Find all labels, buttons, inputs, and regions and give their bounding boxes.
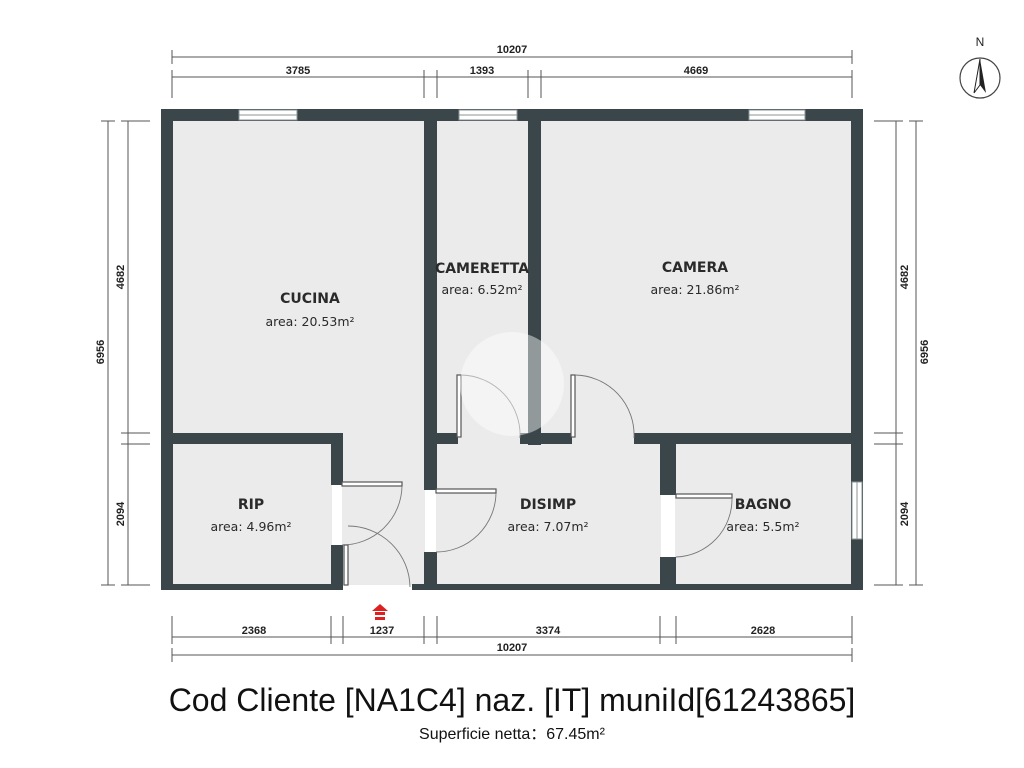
floor-area bbox=[172, 121, 852, 585]
top-segment-3-dimension: 4669 bbox=[684, 65, 708, 77]
room-disimp-area: area: 7.07m² bbox=[507, 519, 588, 534]
bottom-segment-1-dimension: 2368 bbox=[242, 625, 266, 637]
room-bagno-area: area: 5.5m² bbox=[726, 519, 799, 534]
door-bagno bbox=[675, 493, 733, 499]
right-total-dimension: 6956 bbox=[919, 340, 931, 364]
compass-north-label: N bbox=[976, 35, 985, 49]
left-total-dimension: 6956 bbox=[95, 340, 107, 364]
door-entrance bbox=[343, 544, 349, 586]
bottom-segment-3-dimension: 3374 bbox=[536, 625, 561, 637]
windows bbox=[238, 109, 863, 540]
bottom-segment-4-dimension: 2628 bbox=[751, 625, 775, 637]
room-cucina-name: CUCINA bbox=[280, 291, 340, 307]
room-cucina-area: area: 20.53m² bbox=[265, 314, 354, 329]
room-cameretta-area: area: 6.52m² bbox=[441, 282, 522, 297]
right-dimensions: 4682 2094 6956 bbox=[874, 120, 931, 586]
floor-plan: 10207 3785 1393 4669 2368 1237 3374 2628… bbox=[95, 35, 1001, 662]
north-arrow-icon: N bbox=[959, 35, 1001, 99]
room-camera-area: area: 21.86m² bbox=[650, 282, 739, 297]
left-segment-2-dimension: 2094 bbox=[115, 501, 127, 526]
top-segment-1-dimension: 3785 bbox=[286, 65, 310, 77]
left-dimensions: 6956 4682 2094 bbox=[95, 120, 150, 586]
room-bagno-name: BAGNO bbox=[735, 497, 792, 513]
bottom-total-dimension: 10207 bbox=[497, 642, 528, 654]
entrance-arrow-icon bbox=[372, 604, 388, 620]
room-labels: CUCINA area: 20.53m² CAMERETTA area: 6.5… bbox=[210, 260, 799, 534]
watermark-logo bbox=[460, 332, 564, 436]
client-code-title: Cod Cliente [NA1C4] naz. [IT] muniId[612… bbox=[168, 682, 856, 718]
right-segment-1-dimension: 4682 bbox=[899, 265, 911, 289]
top-total-dimension: 10207 bbox=[497, 44, 528, 56]
net-surface-subtitle: Superficie netta：67.45m² bbox=[419, 726, 605, 743]
bottom-dimensions: 2368 1237 3374 2628 10207 bbox=[171, 616, 853, 662]
top-dimensions: 10207 3785 1393 4669 bbox=[171, 44, 853, 98]
doors bbox=[332, 374, 733, 588]
room-camera-name: CAMERA bbox=[662, 260, 728, 276]
bottom-segment-2-dimension: 1237 bbox=[370, 625, 394, 637]
room-cameretta-name: CAMERETTA bbox=[435, 261, 529, 277]
door-camera bbox=[570, 374, 576, 438]
door-disimp bbox=[435, 488, 497, 494]
room-rip-name: RIP bbox=[238, 497, 264, 513]
room-rip-area: area: 4.96m² bbox=[210, 519, 291, 534]
right-segment-2-dimension: 2094 bbox=[899, 501, 911, 526]
door-rip bbox=[341, 481, 403, 487]
left-segment-1-dimension: 4682 bbox=[115, 265, 127, 289]
top-segment-2-dimension: 1393 bbox=[470, 65, 494, 77]
room-disimp-name: DISIMP bbox=[520, 497, 576, 513]
door-cameretta bbox=[456, 374, 462, 438]
